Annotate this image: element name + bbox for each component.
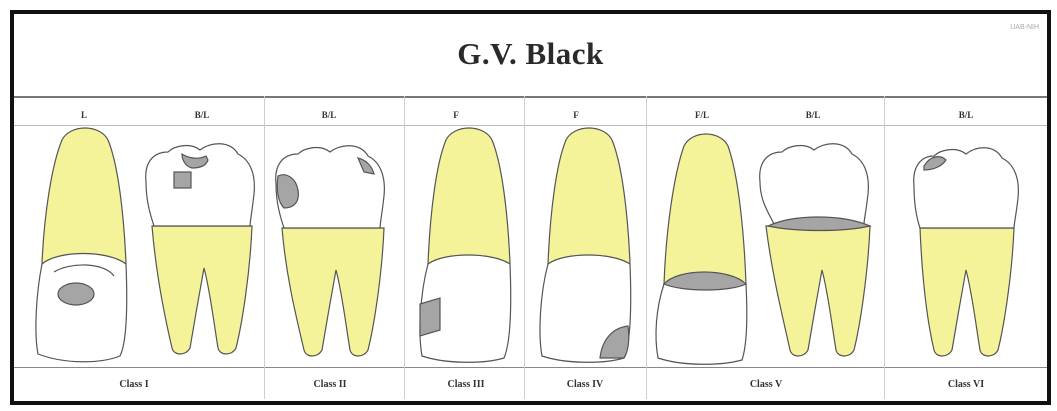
incisor-tooth-class-iii <box>420 128 511 362</box>
class-label-2: Class II <box>313 379 346 390</box>
diagram-frame: G.V. Black UAB-NIH L B/L B/L F F F/L B/L… <box>10 10 1051 405</box>
molar-tooth-class-ii <box>276 146 385 356</box>
crown <box>656 278 747 364</box>
molar-crown <box>146 144 255 226</box>
incisor-tooth-class-iv <box>540 128 631 362</box>
lesion-class-iii <box>420 298 440 336</box>
lesion-class-i-buccal <box>174 172 191 188</box>
lesion-class-i <box>58 283 94 305</box>
molar-roots <box>152 226 252 354</box>
class-label-3: Class III <box>448 379 485 390</box>
pulp-root <box>548 128 630 264</box>
incisor-tooth-class-i <box>36 128 127 362</box>
pulp-root <box>42 128 126 264</box>
class-label-1: Class I <box>119 379 148 390</box>
pulp-root <box>428 128 510 264</box>
molar-crown <box>760 144 869 224</box>
molar-tooth-class-v <box>760 144 870 356</box>
molar-roots <box>920 228 1014 356</box>
teeth-illustration <box>14 14 1047 401</box>
molar-roots <box>766 226 870 356</box>
molar-tooth-class-vi <box>914 148 1019 356</box>
class-label-5: Class V <box>750 379 782 390</box>
molar-tooth-class-i <box>146 144 255 354</box>
class-label-6: Class VI <box>948 379 984 390</box>
pulp-root <box>664 134 746 284</box>
incisor-tooth-class-v <box>656 134 747 364</box>
molar-roots <box>282 228 384 356</box>
crown <box>36 254 127 362</box>
class-label-4: Class IV <box>567 379 603 390</box>
